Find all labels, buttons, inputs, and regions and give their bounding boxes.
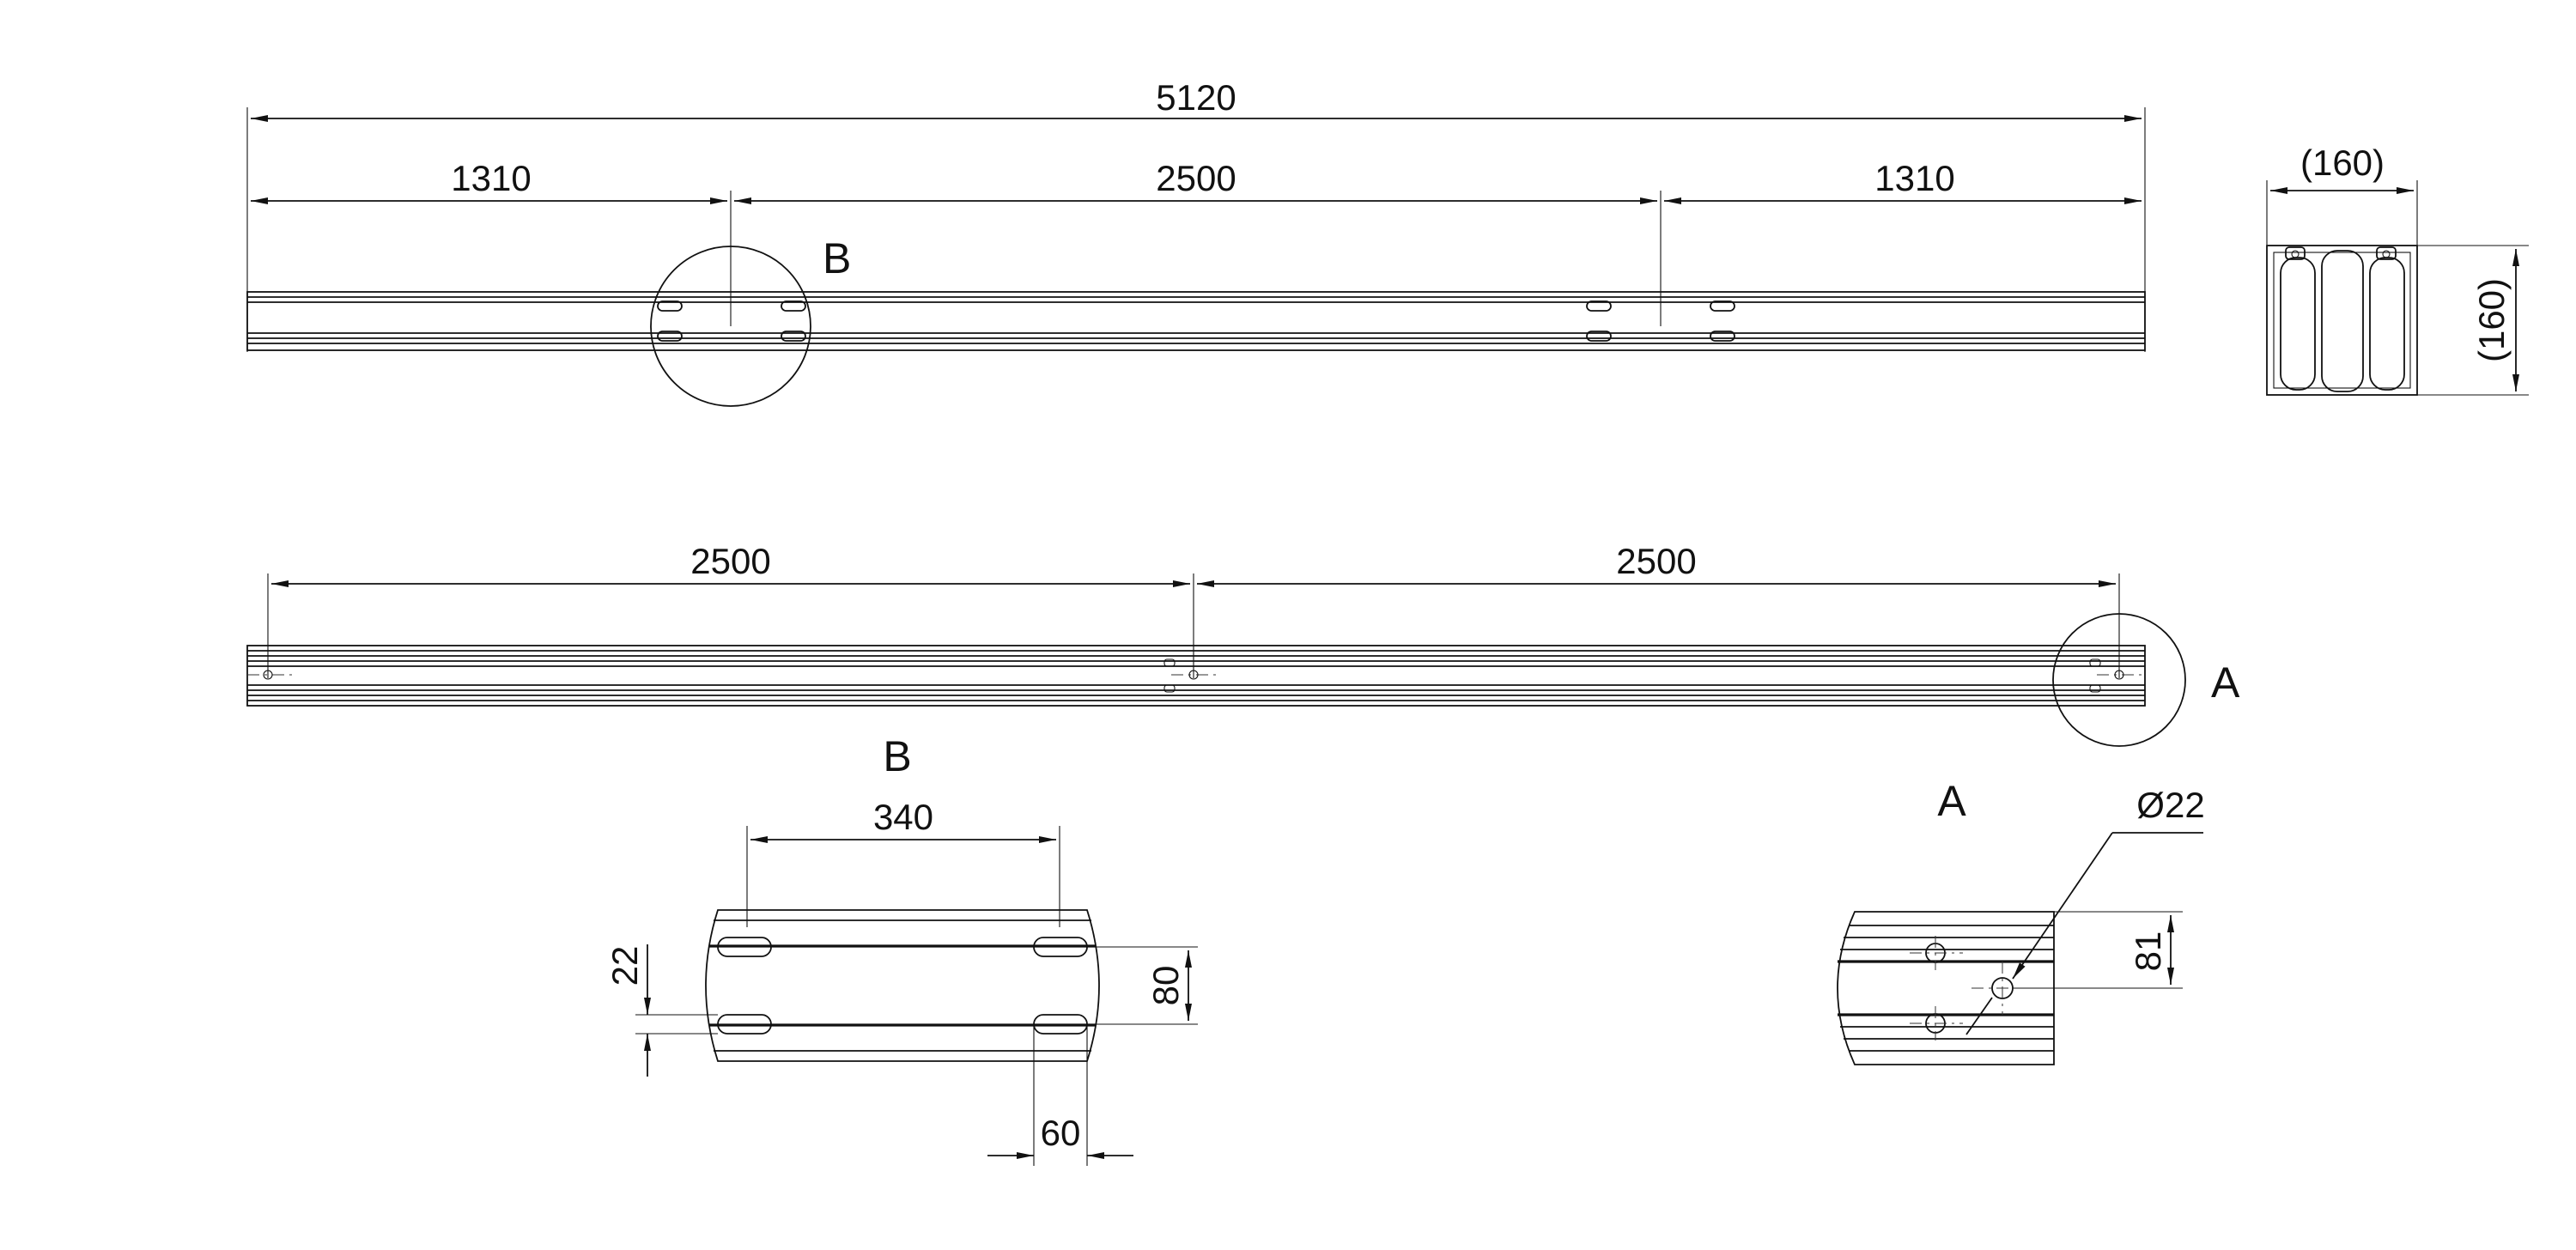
top-beam-view: 5120 1310 2500 1310 B xyxy=(246,77,2146,407)
dim-detail-a-hole: Ø22 xyxy=(2136,785,2204,825)
middle-beam-view: 2500 2500 A xyxy=(246,541,2240,747)
dim-bottom-left: 2500 xyxy=(690,541,770,581)
callout-circle-a xyxy=(2052,613,2186,747)
callout-circle-b xyxy=(650,246,811,407)
dim-top-left: 1310 xyxy=(451,158,531,198)
detail-b-title: B xyxy=(883,732,911,780)
dim-section-height: (160) xyxy=(2471,278,2512,362)
detail-a-title: A xyxy=(1937,777,1966,825)
detail-a-view: A Ø22 81 xyxy=(1837,777,2205,1065)
dim-detail-b-spacing: 340 xyxy=(873,797,933,837)
dim-top-middle: 2500 xyxy=(1156,158,1236,198)
cross-section-view: (160) (160) xyxy=(2266,143,2529,396)
dim-detail-b-slot: 22 xyxy=(605,946,645,986)
dim-detail-b-offset: 60 xyxy=(1041,1113,1081,1153)
dim-section-width: (160) xyxy=(2300,143,2385,183)
dim-top-right: 1310 xyxy=(1874,158,1954,198)
callout-b-label: B xyxy=(823,234,851,282)
callout-a-label: A xyxy=(2211,658,2240,707)
dim-detail-a-height: 81 xyxy=(2128,931,2168,972)
detail-b-view: B 340 80 22 60 xyxy=(605,732,1198,1166)
dim-detail-b-height: 80 xyxy=(1145,966,1186,1006)
dim-overall-length: 5120 xyxy=(1156,77,1236,118)
dim-bottom-right: 2500 xyxy=(1616,541,1696,581)
